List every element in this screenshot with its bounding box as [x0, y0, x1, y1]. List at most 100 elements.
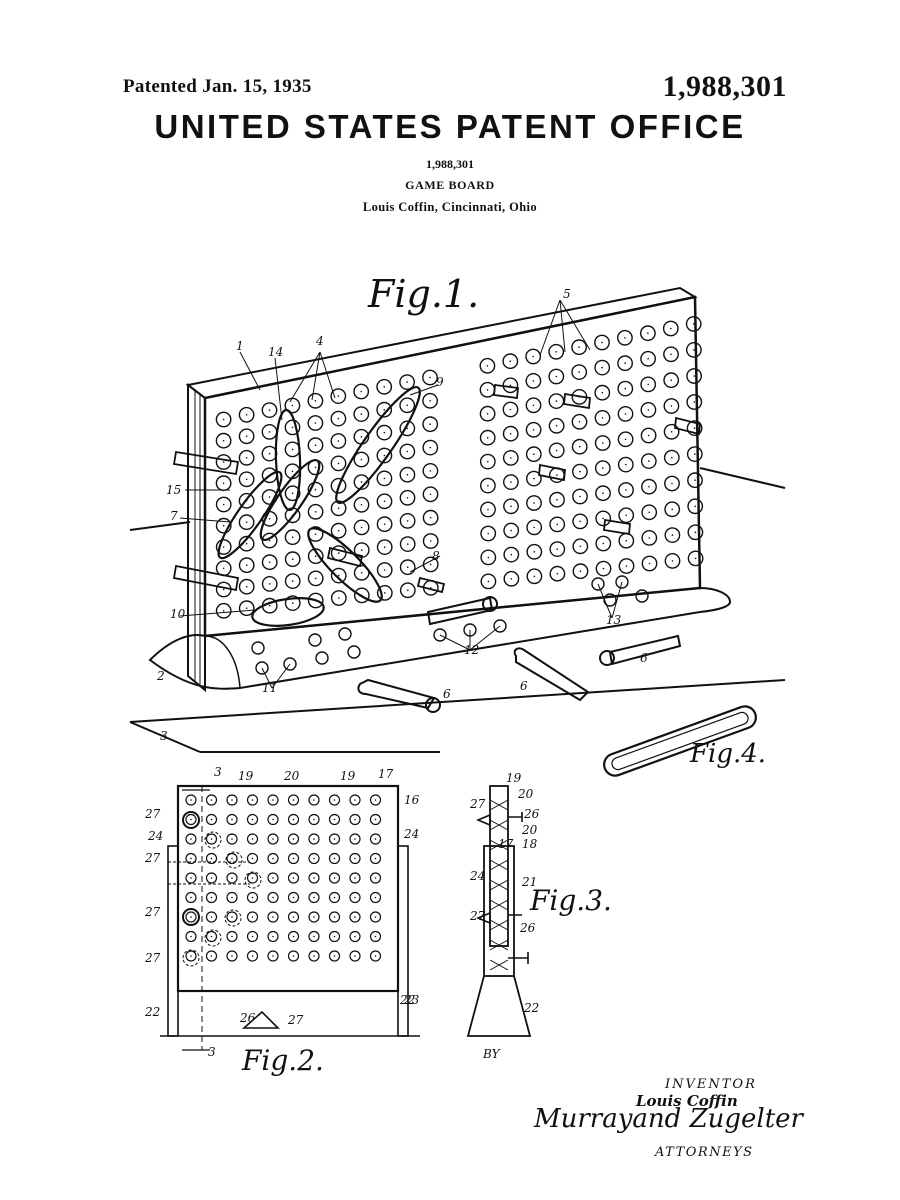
board-hole [376, 401, 393, 418]
fig2-hole [369, 813, 382, 826]
ship-outline [259, 458, 321, 542]
board-hole [399, 420, 416, 437]
board-hole [548, 343, 565, 360]
board-hole [526, 470, 542, 487]
fig2-hole [308, 852, 320, 865]
fig2-hole [328, 833, 341, 845]
fig2-hole [369, 833, 382, 845]
reference-numeral: 19 [238, 769, 254, 783]
reference-numeral: 24 [403, 827, 419, 841]
board-hole [662, 320, 679, 337]
fig2-hole [349, 813, 361, 826]
board-hole [595, 485, 611, 502]
fig4-piece [603, 705, 757, 777]
reference-numeral: 22 [523, 1001, 539, 1015]
board-hole [479, 453, 496, 470]
board-hole [307, 415, 324, 431]
board-hole [215, 539, 232, 555]
fig2-hole [328, 872, 341, 884]
loose-peg [608, 634, 682, 666]
board-hole [215, 496, 232, 513]
fig2-hole [287, 911, 300, 923]
board-hole [664, 553, 681, 569]
office-title: UNITED STATES PATENT OFFICE [154, 108, 746, 145]
fig2-hole [369, 872, 382, 884]
inventor-label: INVENTOR [664, 1077, 757, 1092]
fig2-hole [349, 930, 361, 943]
board-hole [422, 486, 439, 503]
fig2-hole [246, 891, 259, 904]
board-hole [307, 392, 324, 409]
board-hole [526, 543, 543, 560]
board-hole [572, 463, 588, 480]
fig2-hole [185, 833, 197, 845]
board-hole [353, 383, 370, 400]
board-hole [479, 405, 496, 422]
fig2-hole [267, 950, 279, 962]
board-hole [376, 378, 393, 395]
fig3-label: Fig.3. [529, 884, 612, 917]
fig2-hole [185, 891, 197, 904]
fig2-drawing [160, 784, 420, 1051]
fig2-hole [267, 872, 279, 884]
board-hole [686, 446, 703, 462]
board-hole [376, 562, 393, 578]
fig2-hole [267, 794, 279, 806]
board-hole [663, 423, 680, 440]
invention-title: GAME BOARD [405, 178, 495, 192]
ship-outline [335, 385, 421, 505]
board-hole [479, 357, 496, 374]
board-hole [526, 519, 543, 536]
fig2-hole [226, 930, 238, 943]
board-hole [284, 529, 301, 546]
patent-number: 1,988,301 [662, 70, 787, 103]
fig2-hole [328, 794, 341, 806]
board-hole [640, 376, 657, 393]
board-hole [215, 602, 232, 619]
fig2-hole [308, 813, 320, 826]
board-hole [571, 413, 588, 430]
reference-numeral: 2 [156, 669, 165, 683]
board-hole [353, 496, 370, 513]
board-hole [594, 460, 611, 476]
peg [416, 576, 446, 594]
reference-numeral: 12 [464, 643, 479, 657]
board-hole [480, 549, 497, 566]
fig2-hole [287, 891, 300, 904]
reference-numeral: 9 [436, 375, 444, 389]
fig2-hole [205, 911, 218, 923]
reference-numeral: 27 [144, 951, 161, 965]
board-hole [307, 570, 324, 587]
board-hole [594, 384, 611, 401]
board-hole [549, 516, 566, 533]
fig2-board [176, 784, 400, 993]
board-hole [502, 425, 519, 442]
fig2-hole [349, 872, 361, 884]
fig2-hole [267, 852, 279, 865]
fig2-hole [349, 950, 361, 962]
board-hole [502, 401, 519, 418]
board-hole [215, 411, 232, 428]
fig2-hole [369, 950, 382, 962]
board-hole [330, 590, 347, 606]
reference-numeral: 6 [520, 679, 528, 693]
board-hole [376, 585, 393, 601]
fig2-hole [308, 950, 320, 962]
fig2-label: Fig.2. [241, 1044, 324, 1077]
fig2-hole [185, 794, 197, 806]
board-hole [261, 576, 278, 592]
board-hole [503, 570, 520, 587]
table-edge-line [129, 679, 786, 723]
reference-numeral: 6 [640, 651, 648, 665]
board-hole [663, 449, 680, 466]
peg-head [599, 650, 615, 666]
fig2-hole [287, 852, 300, 865]
board-hole [617, 431, 634, 448]
fig2-hole [226, 813, 238, 826]
board-hole [572, 538, 589, 555]
board-hole [307, 503, 324, 520]
board-hole [353, 564, 370, 581]
board-hole [399, 466, 416, 483]
board-hole [640, 350, 656, 367]
board-hole [685, 315, 702, 332]
